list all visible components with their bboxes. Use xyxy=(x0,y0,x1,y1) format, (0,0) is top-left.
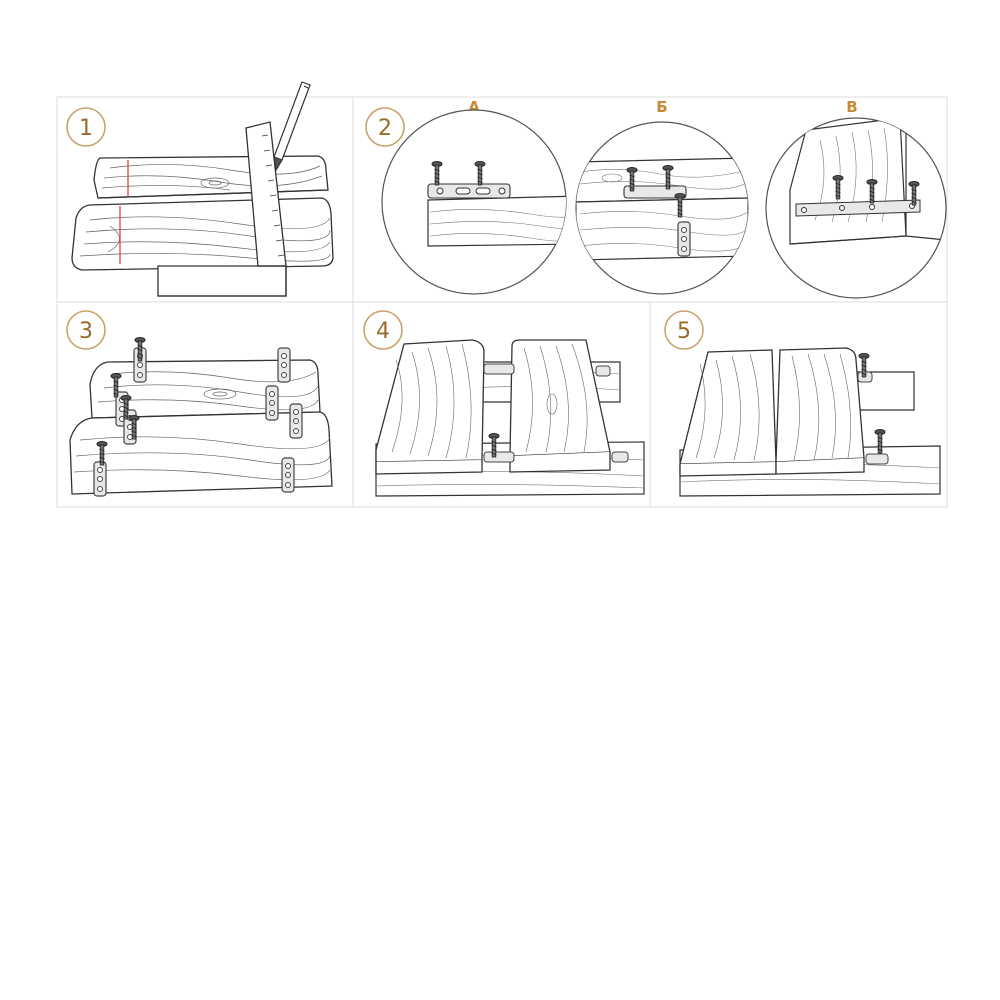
step-1-badge: 1 xyxy=(66,107,106,147)
board-upper xyxy=(93,155,329,199)
sub-label-b: Б xyxy=(656,98,667,116)
clips-step4 xyxy=(483,363,629,463)
sub-label-c: В xyxy=(846,98,857,116)
panel-frames xyxy=(56,96,948,508)
marking-lines xyxy=(119,160,129,264)
step-4-number: 4 xyxy=(376,319,390,344)
square-ruler xyxy=(157,121,287,297)
clips-step5 xyxy=(857,371,889,465)
step-1-panel: 1 xyxy=(66,81,334,297)
wood-grain-step5 xyxy=(695,353,851,461)
ruler-ticks xyxy=(261,134,285,257)
step-5-badge: 5 xyxy=(664,310,704,350)
pencil-icon xyxy=(273,81,311,172)
step-3-number: 3 xyxy=(79,319,93,344)
step-5-number: 5 xyxy=(677,319,691,344)
deck-board-left xyxy=(375,339,485,475)
step-4-badge: 4 xyxy=(363,310,403,350)
step-3-badge: 3 xyxy=(66,310,106,350)
step-2-panel: 2 А Б В xyxy=(365,98,947,299)
wood-grain-step4 xyxy=(391,343,588,459)
deck-board-left-5 xyxy=(679,349,777,477)
step-1-number: 1 xyxy=(79,116,93,141)
step-2-number: 2 xyxy=(378,116,392,141)
detail-circle-c xyxy=(765,117,947,299)
step-2-badge: 2 xyxy=(365,107,405,147)
step-5-panel: 5 xyxy=(664,310,941,497)
board-lower xyxy=(71,197,334,271)
detail-circle-b xyxy=(575,121,749,295)
step-3-panel: 3 xyxy=(66,310,333,497)
step-4-panel: 4 xyxy=(363,310,645,497)
deck-board-right-5 xyxy=(775,347,865,475)
deck-board-right xyxy=(509,339,611,473)
detail-circle-a xyxy=(381,109,567,295)
